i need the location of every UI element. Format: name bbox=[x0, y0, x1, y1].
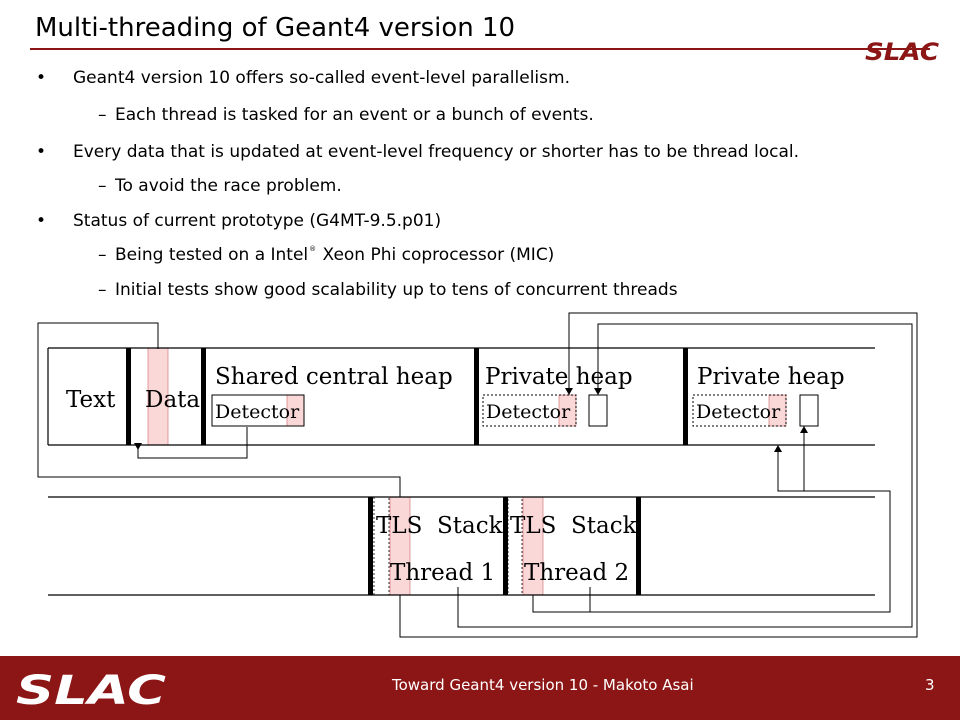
dash-marker: – bbox=[98, 105, 107, 125]
thread-2-stack-label: Stack bbox=[571, 513, 638, 539]
sub-bullet-text: Initial tests show good scalability up t… bbox=[115, 280, 678, 300]
private-slot-1 bbox=[588, 394, 608, 427]
shared-detector-box bbox=[211, 394, 305, 427]
bullet-marker: • bbox=[36, 68, 47, 88]
slac-logo-top-text: SLAC bbox=[865, 38, 939, 66]
bullet-marker: • bbox=[36, 211, 47, 231]
slac-logo-bottom-text: SLAC bbox=[16, 668, 166, 712]
private-detector-1-label: Detector bbox=[486, 401, 571, 423]
thread-1-tls-label: TLS bbox=[376, 513, 422, 539]
dash-marker: – bbox=[98, 176, 107, 196]
dash-marker: – bbox=[98, 245, 107, 265]
bullet-text: Every data that is updated at event-leve… bbox=[73, 142, 800, 162]
slac-logo-bottom: SLAC bbox=[16, 668, 166, 712]
bullet-text: Status of current prototype (G4MT-9.5.p0… bbox=[73, 211, 442, 231]
thread-1-stack-label: Stack bbox=[437, 513, 504, 539]
data-segment-label: Data bbox=[145, 387, 200, 413]
sub-bullet-text: To avoid the race problem. bbox=[115, 176, 342, 196]
arrow-heads bbox=[134, 388, 808, 452]
arrow-head bbox=[594, 388, 602, 395]
text-part: Being tested on a Intel bbox=[115, 245, 309, 265]
thread-1-name-label: Thread 1 bbox=[390, 560, 495, 586]
shared-heap-label: Shared central heap bbox=[215, 364, 453, 390]
dash-marker: – bbox=[98, 280, 107, 300]
arrow-head bbox=[774, 445, 782, 452]
title-underline bbox=[30, 48, 930, 50]
text-segment-label: Text bbox=[66, 387, 116, 413]
separator bbox=[474, 348, 479, 445]
private-detector-2-label: Detector bbox=[696, 401, 781, 423]
separator bbox=[503, 497, 508, 595]
private-slot-2 bbox=[799, 394, 819, 427]
bullet-marker: • bbox=[36, 142, 47, 162]
separator bbox=[368, 497, 373, 595]
page-number: 3 bbox=[925, 676, 935, 694]
private-detector-1-box bbox=[482, 394, 577, 427]
separator bbox=[683, 348, 688, 445]
separator bbox=[636, 497, 641, 595]
separator bbox=[201, 348, 206, 445]
connector-lines bbox=[37, 312, 918, 638]
slac-logo-top: SLAC bbox=[865, 38, 939, 66]
arrow-head bbox=[134, 443, 142, 450]
thread-2-name-label: Thread 2 bbox=[524, 560, 629, 586]
footer-text: Toward Geant4 version 10 - Makoto Asai bbox=[392, 676, 694, 694]
private-heap-1-label: Private heap bbox=[485, 364, 633, 390]
thread-2-tls-label: TLS bbox=[510, 513, 556, 539]
sub-bullet-text: Being tested on a Intel® Xeon Phi coproc… bbox=[115, 245, 554, 265]
shared-detector-label: Detector bbox=[215, 401, 300, 423]
text-part: Xeon Phi coprocessor (MIC) bbox=[317, 245, 555, 265]
registered-mark: ® bbox=[309, 245, 317, 253]
separator bbox=[126, 348, 131, 445]
footer-bar: SLAC Toward Geant4 version 10 - Makoto A… bbox=[0, 656, 960, 720]
private-detector-2-box bbox=[692, 394, 787, 427]
arrow-head bbox=[800, 426, 808, 433]
memory-layout-diagram: Text Data Shared central heap Detector P… bbox=[37, 312, 918, 638]
dotted-gap bbox=[507, 496, 523, 596]
bullet-text: Geant4 version 10 offers so-called event… bbox=[73, 68, 570, 88]
sub-bullet-text: Each thread is tasked for an event or a … bbox=[115, 105, 594, 125]
private-heap-2-label: Private heap bbox=[697, 364, 845, 390]
slide-title: Multi-threading of Geant4 version 10 bbox=[35, 13, 516, 43]
arrow-head bbox=[565, 388, 573, 395]
dotted-gap bbox=[373, 496, 390, 596]
